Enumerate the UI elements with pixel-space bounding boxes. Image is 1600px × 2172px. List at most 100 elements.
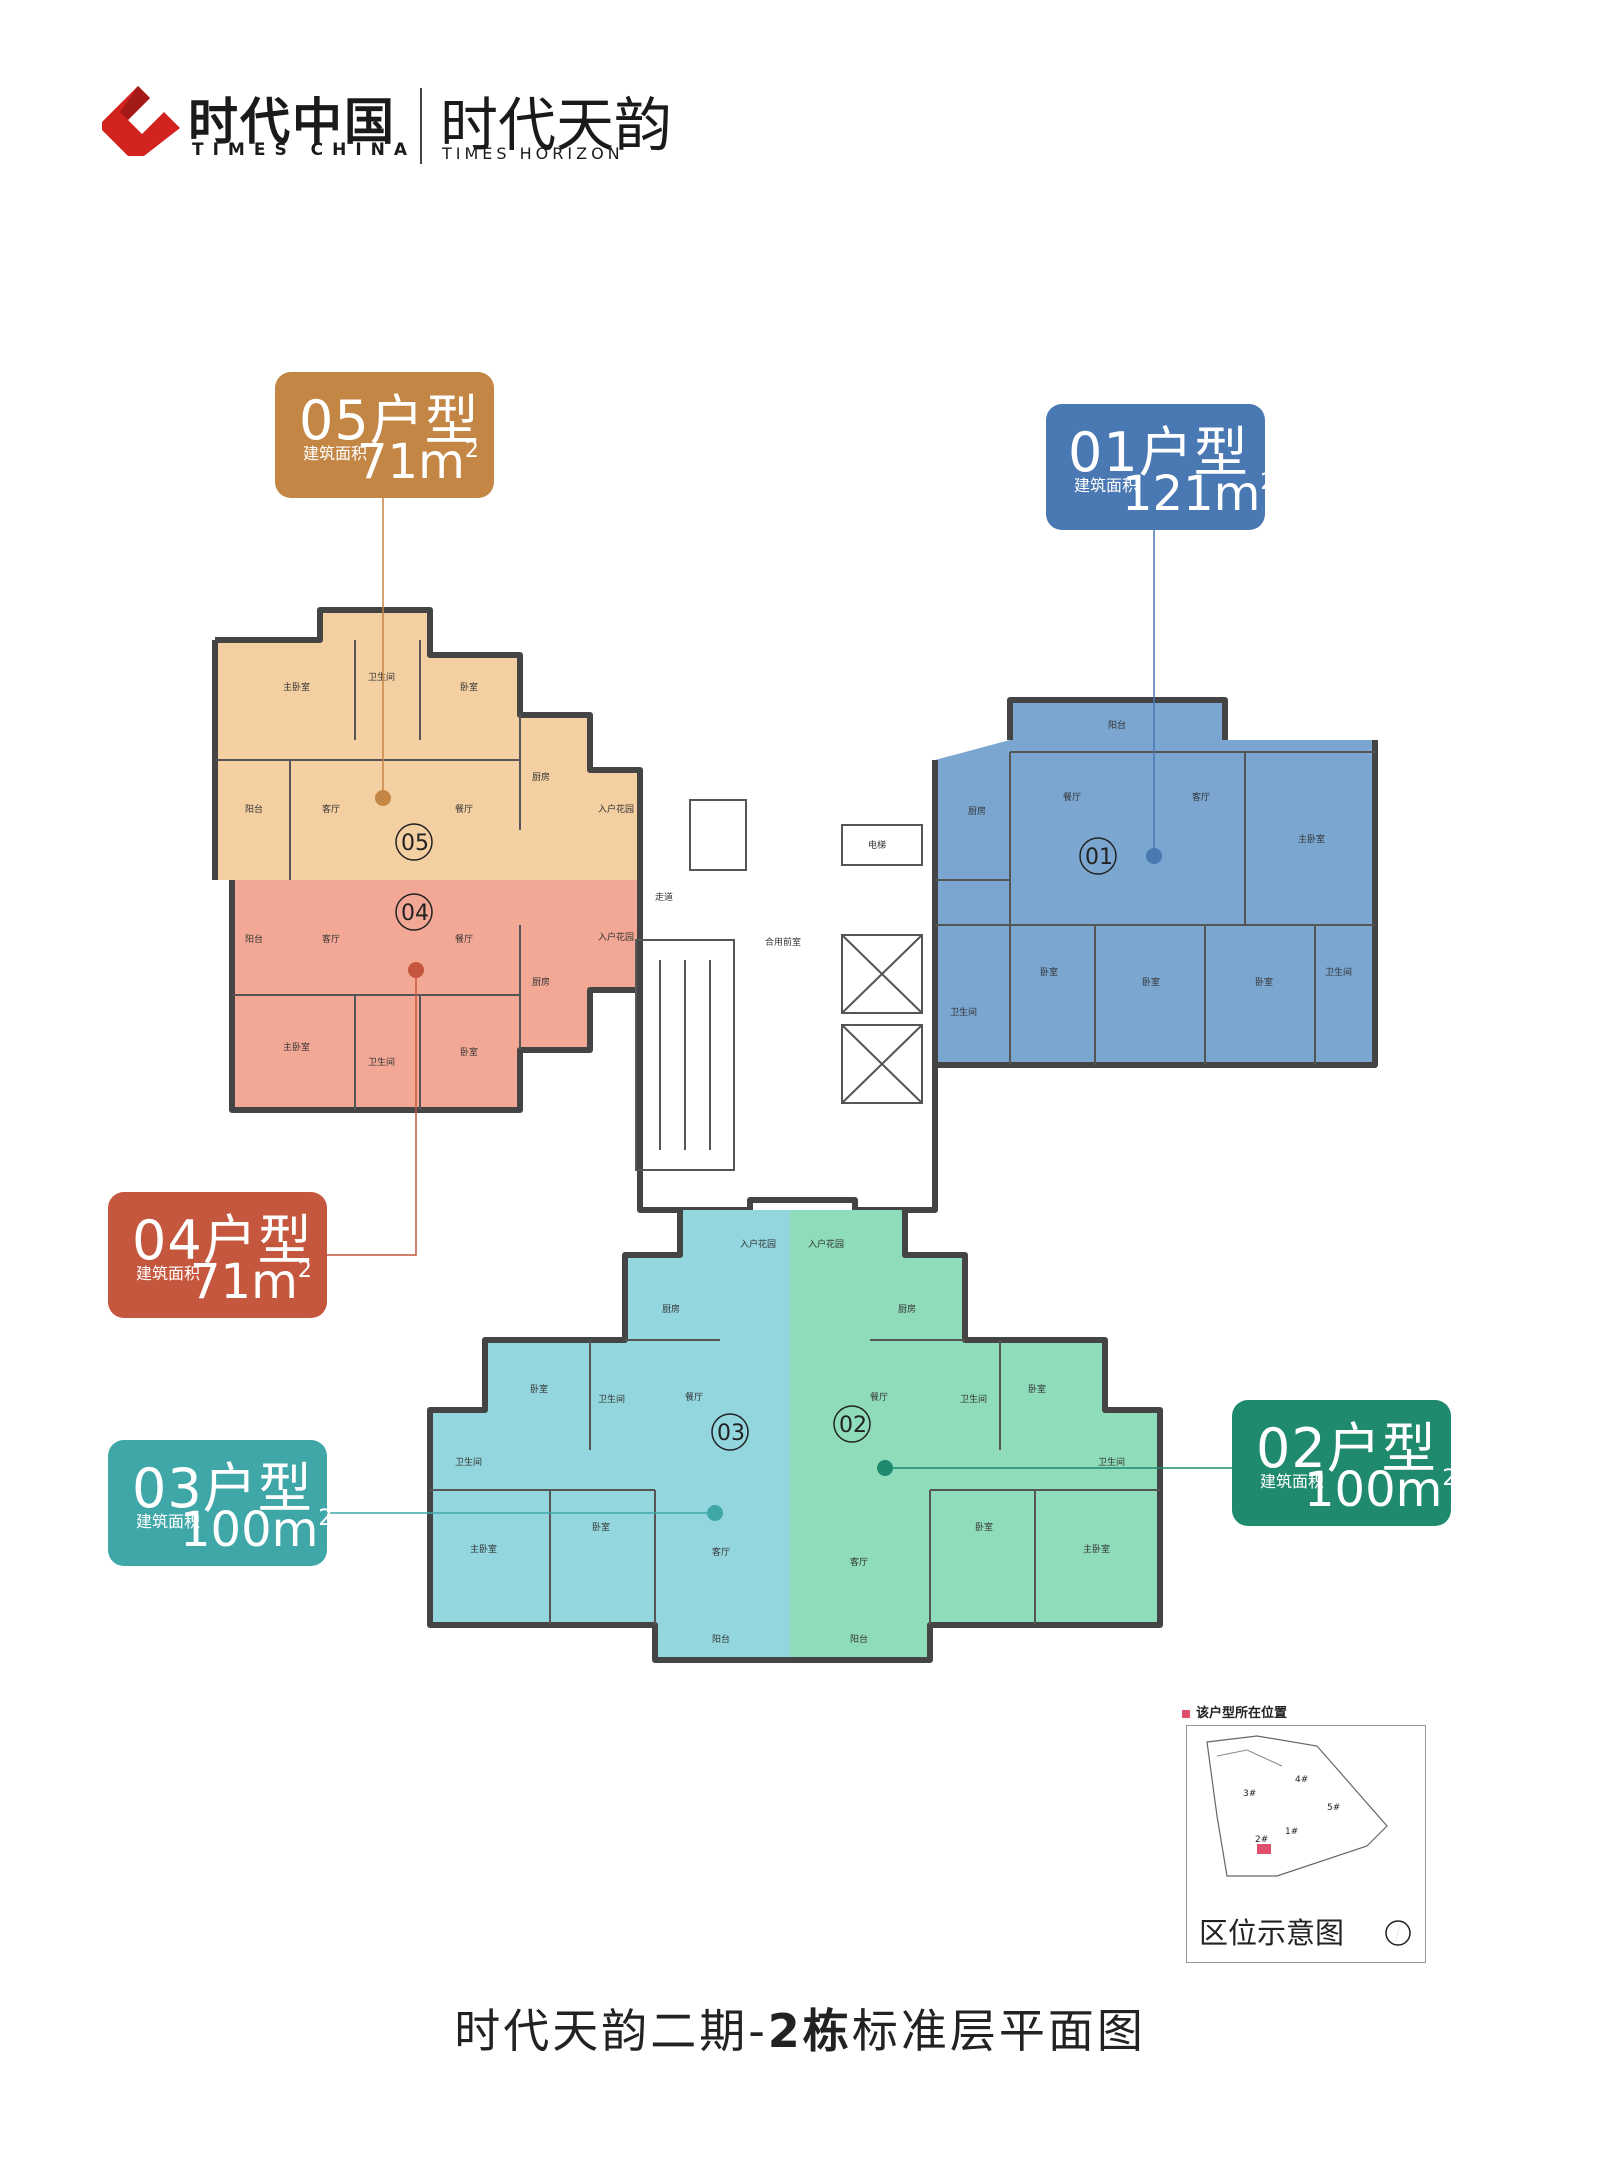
- room-label-entrance-04: 入户花园: [598, 931, 634, 943]
- room-label-dining-04: 餐厅: [455, 933, 473, 945]
- unit-name-04: 04户型: [132, 1209, 313, 1272]
- unit-01-plan: 阳台 厨房 餐厅 客厅 主卧室 卧室 卧室 卧室 卫生间 卫生间 01: [932, 697, 1378, 1068]
- room-label-balcony-01: 阳台: [1108, 719, 1126, 731]
- elevator-machine-room: [841, 824, 923, 866]
- room-label-living-02: 客厅: [850, 1556, 868, 1568]
- room-label-master-bedroom-05: 主卧室: [283, 681, 310, 693]
- room-label-kitchen-04: 厨房: [532, 976, 550, 988]
- unit-04-plan: 阳台 客厅 餐厅 厨房 入户花园 主卧室 卫生间 卧室 04: [229, 880, 643, 1113]
- header-logo: 时代中国 TIMES CHINA 时代天韵 TIMES HORIZON: [98, 82, 672, 172]
- room-label-bedroom-01c: 卧室: [1255, 976, 1273, 988]
- core-label-elevator: 电梯: [868, 839, 886, 851]
- unit-04-marker: 04: [401, 901, 429, 926]
- unit-05-plan: 主卧室 卫生间 卧室 厨房 阳台 客厅 餐厅 入户花园 05: [212, 607, 643, 880]
- leader-lines: [325, 498, 1235, 1521]
- legend-swatch: [1182, 1709, 1190, 1718]
- location-legend-caption: 该户型所在位置: [1182, 1702, 1287, 1721]
- area-value-05: 71m2: [357, 434, 479, 490]
- project-name-cn: 时代天韵: [440, 91, 673, 159]
- room-label-living-01: 客厅: [1192, 791, 1210, 803]
- room-label-dining-05: 餐厅: [455, 803, 473, 815]
- area-value-01: 121m2: [1122, 466, 1275, 522]
- unit-04-marker-ring: [395, 893, 433, 931]
- unit-05-fill: [215, 610, 640, 880]
- north-arrow-icon: [1385, 1920, 1411, 1946]
- room-label-master-bedroom-01: 主卧室: [1298, 833, 1325, 845]
- room-label-balcony-05: 阳台: [245, 803, 263, 815]
- unit-02-marker-ring: [833, 1405, 871, 1443]
- room-label-bathroom-02a: 卫生间: [960, 1393, 987, 1405]
- room-label-entrance-05: 入户花园: [598, 803, 634, 815]
- unit-name-05: 05户型: [299, 389, 480, 452]
- room-label-master-bedroom-04: 主卧室: [283, 1041, 310, 1053]
- current-building-highlight: [1257, 1844, 1271, 1854]
- unit-01-marker: 01: [1085, 845, 1113, 870]
- project-name-en: TIMES HORIZON: [442, 144, 624, 163]
- keymap-building-2: 2#: [1255, 1835, 1268, 1845]
- area-label-03: 建筑面积: [136, 1512, 201, 1531]
- times-china-logo-icon: [102, 86, 180, 156]
- area-value-03: 100m2: [180, 1502, 333, 1558]
- unit-03-plan: 厨房 卧室 卫生间 卫生间 餐厅 主卧室 卧室 客厅 阳台 03: [427, 1210, 790, 1663]
- elevator-1: [841, 934, 923, 1014]
- unit-03-dot: [707, 1505, 723, 1521]
- room-label-entrance-03: 入户花园: [740, 1238, 776, 1250]
- room-label-dining-01: 餐厅: [1063, 791, 1081, 803]
- room-label-bedroom-04: 卧室: [460, 1046, 478, 1058]
- room-label-dining-03: 餐厅: [685, 1391, 703, 1403]
- area-value-02: 100m2: [1304, 1462, 1457, 1518]
- unit-name-03: 03户型: [132, 1457, 313, 1520]
- room-label-bathroom-01b: 卫生间: [950, 1006, 977, 1018]
- room-label-bathroom-01: 卫生间: [1325, 966, 1352, 978]
- room-label-bedroom-05: 卧室: [460, 681, 478, 693]
- unit-02-fill: [790, 1210, 1160, 1660]
- location-key-map: 4# 3# 5# 1# 2# 区位示意图: [1186, 1725, 1426, 1963]
- unit-label-02: 02户型 建筑面积 100m2: [1232, 1400, 1456, 1526]
- building-core: 合用前室 走道 电梯: [635, 790, 938, 1213]
- unit-02-plan: 厨房 卧室 卫生间 卫生间 餐厅 卧室 主卧室 客厅 阳台 入户花园 入户花园 …: [740, 1210, 1163, 1663]
- room-label-dining-02: 餐厅: [870, 1391, 888, 1403]
- room-label-master-bedroom-03: 主卧室: [470, 1543, 497, 1555]
- keymap-building-5: 5#: [1327, 1803, 1340, 1813]
- room-label-master-bedroom-02: 主卧室: [1083, 1543, 1110, 1555]
- room-label-bedroom-03b: 卧室: [592, 1521, 610, 1533]
- unit-label-01: 01户型 建筑面积 121m2: [1046, 404, 1274, 530]
- unit-03-marker: 03: [717, 1421, 745, 1446]
- room-label-bedroom-03a: 卧室: [530, 1383, 548, 1395]
- room-label-bedroom-01b: 卧室: [1142, 976, 1160, 988]
- area-value-04: 71m2: [190, 1254, 312, 1310]
- unit-05-marker-ring: [395, 823, 433, 861]
- site-outline: 4# 3# 5# 1# 2#: [1206, 1735, 1388, 1877]
- elevator-2: [841, 1024, 923, 1104]
- unit-label-04: 04户型 建筑面积 71m2: [108, 1192, 327, 1318]
- keymap-building-1: 1#: [1285, 1827, 1298, 1837]
- core-label-corridor: 走道: [655, 891, 673, 903]
- developer-name-cn: 时代中国: [188, 93, 396, 151]
- room-label-kitchen-01: 厨房: [968, 805, 986, 817]
- area-label-01: 建筑面积: [1074, 476, 1139, 495]
- core-label-elevator-hall: 合用前室: [765, 936, 801, 948]
- unit-05-dot: [375, 790, 391, 806]
- room-label-living-05: 客厅: [322, 803, 340, 815]
- unit-05-marker: 05: [401, 831, 429, 856]
- room-label-bedroom-02b: 卧室: [975, 1521, 993, 1533]
- unit-02-dot: [877, 1460, 893, 1476]
- room-label-bathroom-02b: 卫生间: [1098, 1456, 1125, 1468]
- room-label-kitchen-03: 厨房: [662, 1303, 680, 1315]
- room-label-bathroom-03b: 卫生间: [455, 1456, 482, 1468]
- unit-03-marker-ring: [711, 1413, 749, 1451]
- area-label-05: 建筑面积: [303, 444, 368, 463]
- unit-04-dot: [408, 962, 424, 978]
- unit-label-05: 05户型 建筑面积 71m2: [275, 372, 494, 498]
- keymap-building-3: 3#: [1243, 1789, 1256, 1799]
- unit-02-marker: 02: [839, 1413, 867, 1438]
- logo-divider: [420, 88, 422, 164]
- area-label-02: 建筑面积: [1260, 1472, 1325, 1491]
- room-label-balcony-03: 阳台: [712, 1633, 730, 1645]
- keymap-building-4: 4#: [1295, 1775, 1308, 1785]
- room-label-bedroom-02a: 卧室: [1028, 1383, 1046, 1395]
- page-title: 时代天韵二期-2栋标准层平面图: [454, 2004, 1146, 2058]
- room-label-kitchen-02: 厨房: [898, 1303, 916, 1315]
- room-label-bathroom-03a: 卫生间: [598, 1393, 625, 1405]
